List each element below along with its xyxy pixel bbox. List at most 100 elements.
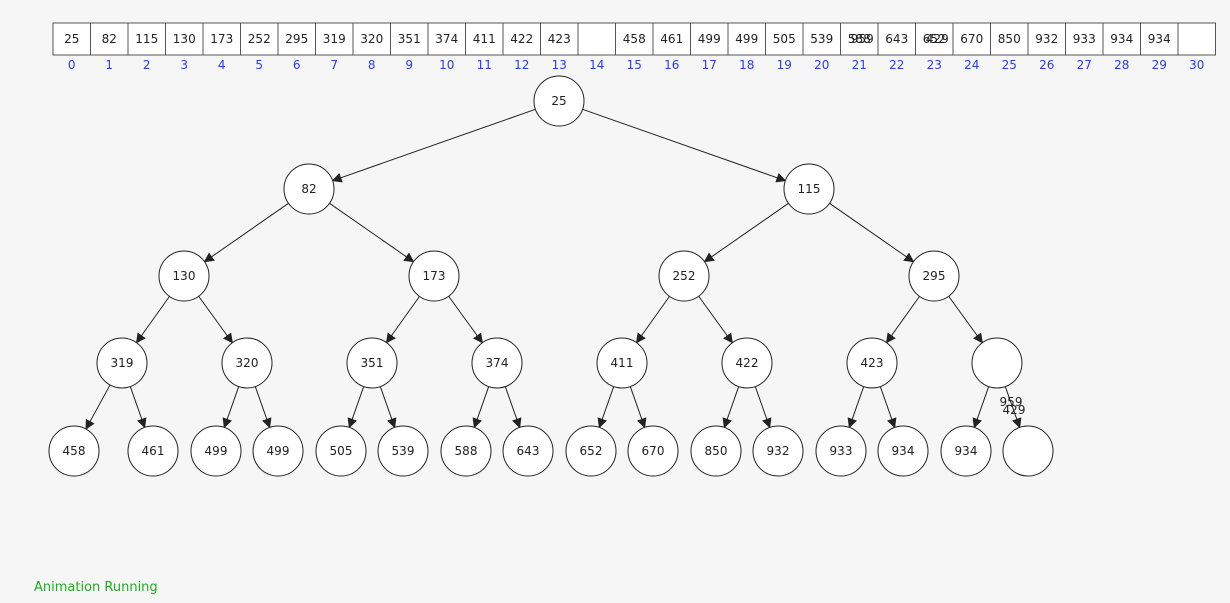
array-cell-value: 505 [773,32,796,46]
tree-node: 850 [690,425,742,477]
tree-edge [597,386,615,429]
array-cell-value: 670 [960,32,983,46]
tree-node: 295 [908,250,960,302]
tree-node-value: 25 [551,94,566,108]
array-index-label: 8 [368,58,376,72]
tree-edge [385,296,420,344]
tree-edge [582,108,787,183]
tree-node: 25 [533,75,585,127]
array-index-label: 25 [1002,58,1017,72]
array-cell: 499 [727,22,766,56]
tree-edge [254,386,272,429]
tree-node: 933 [815,425,867,477]
array-cell: 934 [1102,22,1141,56]
array-cell: 932 [1027,22,1066,56]
tree-edge [629,386,647,429]
array-cell: 850 [990,22,1029,56]
tree-node: 115 [783,163,835,215]
tree-edge [222,386,240,429]
tree-edge [1004,386,1022,429]
tree-edge [472,386,490,429]
tree-node-value: 130 [173,269,196,283]
tree-node-value: 423 [861,356,884,370]
array-index-label: 0 [68,58,76,72]
array-cell-value: 850 [998,32,1021,46]
tree-node: 643 [502,425,554,477]
array-cell: 934 [1140,22,1179,56]
array-index-label: 15 [627,58,642,72]
array-index-label: 12 [514,58,529,72]
tree-edge [703,202,789,263]
array-cell: 423 [540,22,579,56]
tree-node-value: 374 [486,356,509,370]
tree-edge [948,295,983,344]
array-index-label: 18 [739,58,754,72]
array-cell-value: 539 [810,32,833,46]
moving-array-value: 959 [851,32,874,46]
tree-node-value: 932 [767,444,790,458]
array-index-label: 1 [105,58,113,72]
tree-node-value: 850 [705,444,728,458]
tree-edge [331,108,536,183]
array-cell: 173 [202,22,241,56]
tree-node: 932 [752,425,804,477]
tree-node-value: 539 [392,444,415,458]
array-index-label: 13 [552,58,567,72]
array-cell-value: 588 [848,32,871,46]
array-cell: 411 [465,22,504,56]
array-cell-value: 115 [135,32,158,46]
tree-node-value: 933 [830,444,853,458]
array-cell: 25 [52,22,91,56]
array-cell: 130 [165,22,204,56]
array-cell-value: 933 [1073,32,1096,46]
tree-edge [198,295,233,344]
array-index-label: 22 [889,58,904,72]
tree-node: 588 [440,425,492,477]
array-cell-value: 351 [398,32,421,46]
array-cell: 320 [352,22,391,56]
array-index-label: 6 [293,58,301,72]
tree-node-value: 652 [580,444,603,458]
tree-edge [885,296,920,344]
tree-node [971,337,1023,389]
array-cell-value: 934 [1148,32,1171,46]
tree-node: 351 [346,337,398,389]
tree-node: 82 [283,163,335,215]
array-cell-value: 411 [473,32,496,46]
tree-node-value: 643 [517,444,540,458]
array-cell-value: 295 [285,32,308,46]
array-index-label: 5 [255,58,263,72]
tree-edge [829,202,915,263]
tree-node: 461 [127,425,179,477]
tree-node [1002,425,1054,477]
array-index-label: 9 [405,58,413,72]
tree-node: 411 [596,337,648,389]
array-index-label: 16 [664,58,679,72]
array-cell-value: 932 [1035,32,1058,46]
array-cell-value: 320 [360,32,383,46]
tree-node: 934 [877,425,929,477]
tree-edge [754,386,772,429]
tree-node-value: 934 [955,444,978,458]
array-cell-value: 934 [1110,32,1133,46]
tree-node-value: 588 [455,444,478,458]
array-cell-value: 82 [102,32,117,46]
array-cell-value: 173 [210,32,233,46]
tree-node-value: 319 [111,356,134,370]
tree-node-value: 411 [611,356,634,370]
tree-node-value: 351 [361,356,384,370]
tree-node: 374 [471,337,523,389]
array-cell: 505 [765,22,804,56]
array-cell: 499 [690,22,729,56]
array-index-label: 21 [852,58,867,72]
array-cell: 319 [315,22,354,56]
status-text: Animation Running [34,580,158,595]
tree-node-value: 295 [923,269,946,283]
array-index-label: 29 [1152,58,1167,72]
tree-edge [135,296,170,344]
moving-node-value: 429 [1003,403,1026,417]
array-cell-value: 458 [623,32,646,46]
tree-node-value: 670 [642,444,665,458]
array-cell-value: 461 [660,32,683,46]
array-index-label: 10 [439,58,454,72]
